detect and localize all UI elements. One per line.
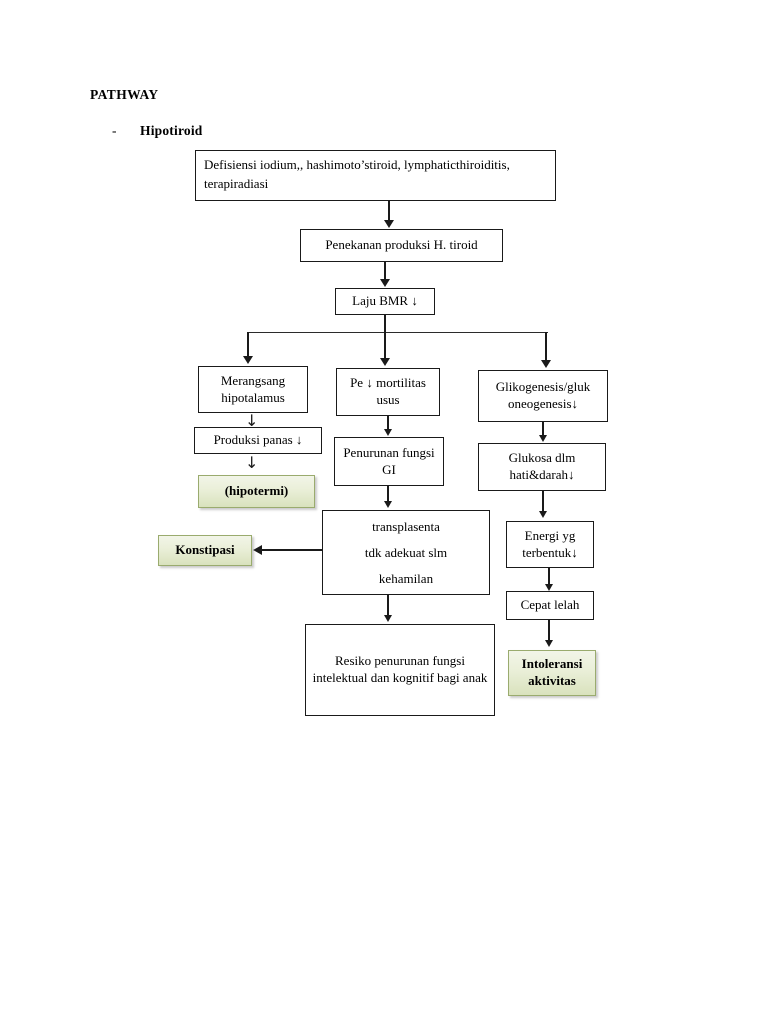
- node-bmr: Laju BMR ↓: [335, 288, 435, 315]
- node-suppression: Penekanan produksi H. tiroid: [300, 229, 503, 262]
- connector-branchright-to-glucose: [542, 422, 544, 437]
- connector-causes-to-suppression: [388, 201, 390, 222]
- connector-bus-to-branch-mid: [384, 332, 386, 360]
- connector-branchmid-to-gi: [387, 416, 389, 431]
- arrowhead-suppression-to-bmr: [380, 279, 390, 287]
- arrowhead-energy: [539, 511, 547, 518]
- node-branch-left: Merangsang hipotalamus: [198, 366, 308, 413]
- node-heat-production: Produksi panas ↓: [194, 427, 322, 454]
- node-constipation: Konstipasi: [158, 535, 252, 566]
- arrow-heat-to-hypothermia: ↓: [245, 453, 259, 472]
- node-energy: Energi yg terbentuk↓: [506, 521, 594, 568]
- node-hypothermia: (hipotermi): [198, 475, 315, 508]
- node-placenta-line-2: tdk adekuat slm: [364, 544, 448, 560]
- connector-bus-to-branch-left: [247, 332, 249, 358]
- page-title: PATHWAY: [90, 87, 159, 102]
- arrowhead-causes-to-suppression: [384, 220, 394, 228]
- arrowhead-fatigue: [545, 584, 553, 591]
- node-activity-intolerance: Intoleransi aktivitas: [508, 650, 596, 696]
- arrowhead-branch-left: [243, 356, 253, 364]
- bullet-dash: -: [112, 123, 117, 138]
- arrowhead-gi: [384, 429, 392, 436]
- connector-bmr-to-bus: [384, 315, 386, 333]
- arrow-branchleft-to-heat: ↓: [245, 411, 259, 430]
- arrowhead-intolerance: [545, 640, 553, 647]
- node-cognitive-risk: Resiko penurunan fungsi intelektual dan …: [305, 624, 495, 716]
- arrowhead-branch-mid: [380, 358, 390, 366]
- arrowhead-branch-right: [541, 360, 551, 368]
- bullet-label: Hipotiroid: [140, 123, 203, 138]
- connector-placenta-to-constipation: [262, 549, 322, 551]
- connector-bus-to-branch-right: [545, 332, 547, 362]
- node-causes: Defisiensi iodium,, hashimoto’stiroid, l…: [195, 150, 556, 201]
- connector-fatigue-to-intolerance: [548, 620, 550, 642]
- node-branch-mid: Pe ↓ mortilitas usus: [336, 368, 440, 416]
- connector-energy-to-fatigue: [548, 568, 550, 586]
- node-glucose: Glukosa dlm hati&darah↓: [478, 443, 606, 491]
- arrowhead-placenta: [384, 501, 392, 508]
- node-placenta-inadequate: transplasenta tdk adekuat slm kehamilan: [322, 510, 490, 595]
- connector-suppression-to-bmr: [384, 262, 386, 280]
- node-placenta-line-1: transplasenta: [372, 518, 440, 534]
- connector-glucose-to-energy: [542, 491, 544, 513]
- connector-branch-bus: [248, 332, 548, 333]
- connector-gi-to-placenta: [387, 486, 389, 503]
- node-placenta-line-3: kehamilan: [378, 570, 434, 586]
- arrowhead-constipation: [253, 545, 262, 555]
- connector-placenta-to-cognitive: [387, 595, 389, 617]
- node-fatigue: Cepat lelah: [506, 591, 594, 620]
- node-gi-function: Penurunan fungsi GI: [334, 437, 444, 486]
- node-branch-right: Glikogenesis/gluk oneogenesis↓: [478, 370, 608, 422]
- arrowhead-glucose: [539, 435, 547, 442]
- arrowhead-cognitive: [384, 615, 392, 622]
